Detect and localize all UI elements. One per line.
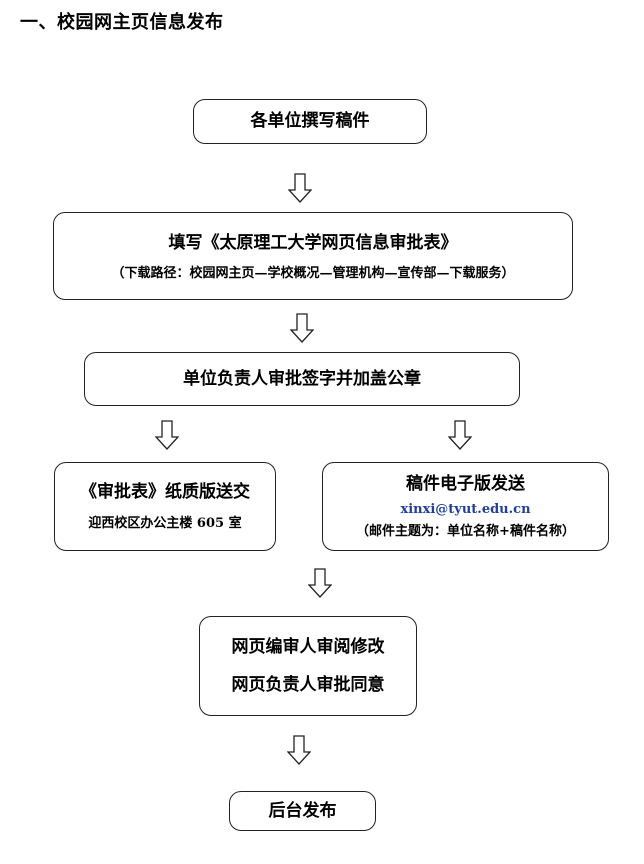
step-paper-submit-label: 《审批表》纸质版送交 xyxy=(80,481,250,502)
step-fill-form-box: 填写《太原理工大学网页信息审批表》 （下载路径：校园网主页—学校概况—管理机构—… xyxy=(53,212,573,300)
page-title: 一、校园网主页信息发布 xyxy=(20,12,224,33)
step-editor-review-box: 网页编审人审阅修改 网页负责人审批同意 xyxy=(199,616,417,716)
down-hollow-arrow-icon xyxy=(155,420,179,450)
paper-location-note: 迎西校区办公主楼 605 室 xyxy=(88,515,242,531)
step-unit-approval-box: 单位负责人审批签字并加盖公章 xyxy=(84,352,520,406)
step-editor-approval-label: 网页负责人审批同意 xyxy=(231,675,385,695)
step-publish-label: 后台发布 xyxy=(268,800,337,821)
email-address-link[interactable]: xinxi@tyut.edu.cn xyxy=(400,502,531,518)
down-hollow-arrow-icon xyxy=(288,173,312,203)
step-edit-review-label: 网页编审人审阅修改 xyxy=(231,636,385,657)
step-email-send-box: 稿件电子版发送 xinxi@tyut.edu.cn （邮件主题为：单位名称+稿件… xyxy=(322,462,609,551)
step-publish-box: 后台发布 xyxy=(229,791,376,831)
step-draft-label: 各单位撰写稿件 xyxy=(250,111,370,132)
down-hollow-arrow-icon xyxy=(287,735,311,765)
down-hollow-arrow-icon xyxy=(448,420,472,450)
down-hollow-arrow-icon xyxy=(308,568,332,598)
step-draft-box: 各单位撰写稿件 xyxy=(193,99,427,144)
step-paper-submit-box: 《审批表》纸质版送交 迎西校区办公主楼 605 室 xyxy=(54,462,276,551)
step-email-send-label: 稿件电子版发送 xyxy=(406,473,525,494)
email-subject-note: （邮件主题为：单位名称+稿件名称） xyxy=(356,523,575,539)
step-fill-form-label: 填写《太原理工大学网页信息审批表》 xyxy=(168,232,458,253)
download-path-note: （下载路径：校园网主页—学校概况—管理机构—宣传部—下载服务） xyxy=(111,265,515,281)
down-hollow-arrow-icon xyxy=(290,313,314,343)
step-unit-approval-label: 单位负责人审批签字并加盖公章 xyxy=(183,368,421,389)
